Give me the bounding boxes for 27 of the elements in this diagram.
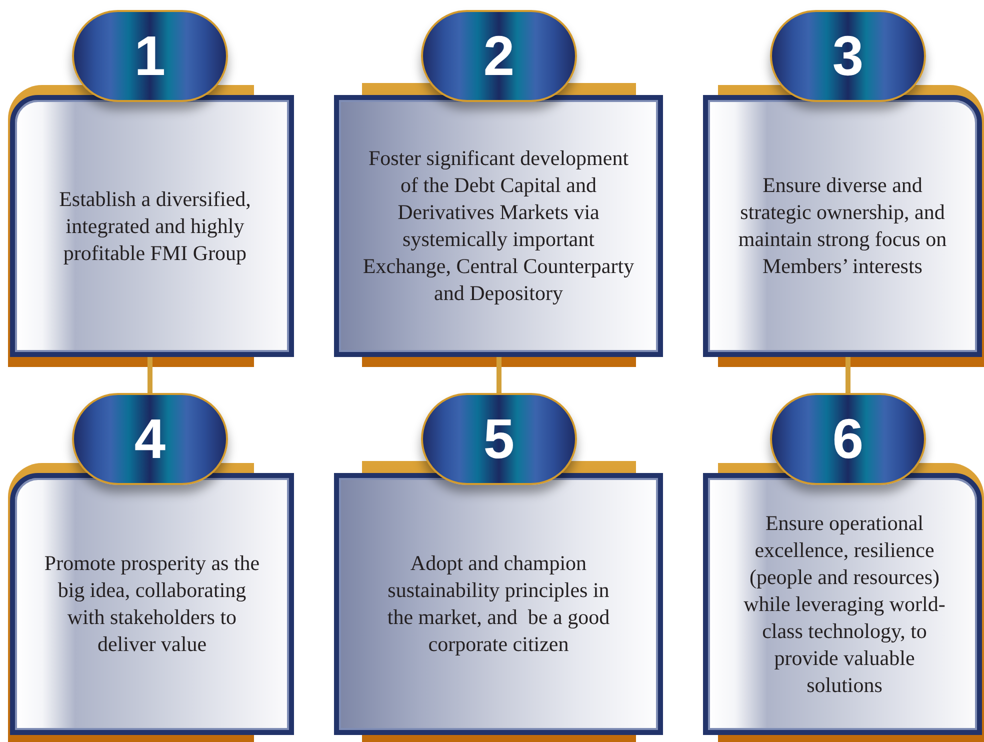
goal-text: Ensure diverse and strategic ownership, and maintain strong focus on Members’ interests: [738, 172, 947, 280]
goal-card: [334, 473, 663, 735]
goal-card: [703, 473, 982, 735]
goal-card: [334, 95, 663, 357]
goal-card: [10, 473, 294, 735]
goal-text: Promote prosperity as the big idea, collaborating with stakeholders to deliver value: [43, 550, 261, 658]
step-number: 5: [483, 411, 515, 467]
number-badge: [421, 10, 577, 102]
goal-card: [10, 95, 294, 357]
number-badge: [72, 10, 228, 102]
goal-text: Ensure operational excellence, resilience (people and resources) while leveraging world-class technology, to provide valuable solutions: [742, 510, 946, 698]
number-badge: [770, 10, 926, 102]
step-number: 1: [134, 28, 166, 84]
goal-text: Adopt and champion sustainability principles in the market, and be a good corporate citizen: [386, 550, 611, 658]
step-number: 4: [134, 411, 166, 467]
connector-line: [148, 357, 152, 393]
number-badge: [770, 393, 926, 485]
number-badge: [421, 393, 577, 485]
step-number: 6: [832, 411, 864, 467]
connector-line: [496, 357, 502, 393]
step-number: 3: [832, 28, 864, 84]
goal-text: Establish a diversified, integrated and highly profitable FMI Group: [58, 186, 252, 266]
goal-text: Foster significant development of the Debt Capital and Derivatives Markets via systemically important Exchange, Central Counterparty and Depository: [362, 145, 636, 307]
goal-card: [703, 95, 982, 357]
connector-line: [846, 357, 850, 393]
step-number: 2: [483, 28, 515, 84]
number-badge: [72, 393, 228, 485]
